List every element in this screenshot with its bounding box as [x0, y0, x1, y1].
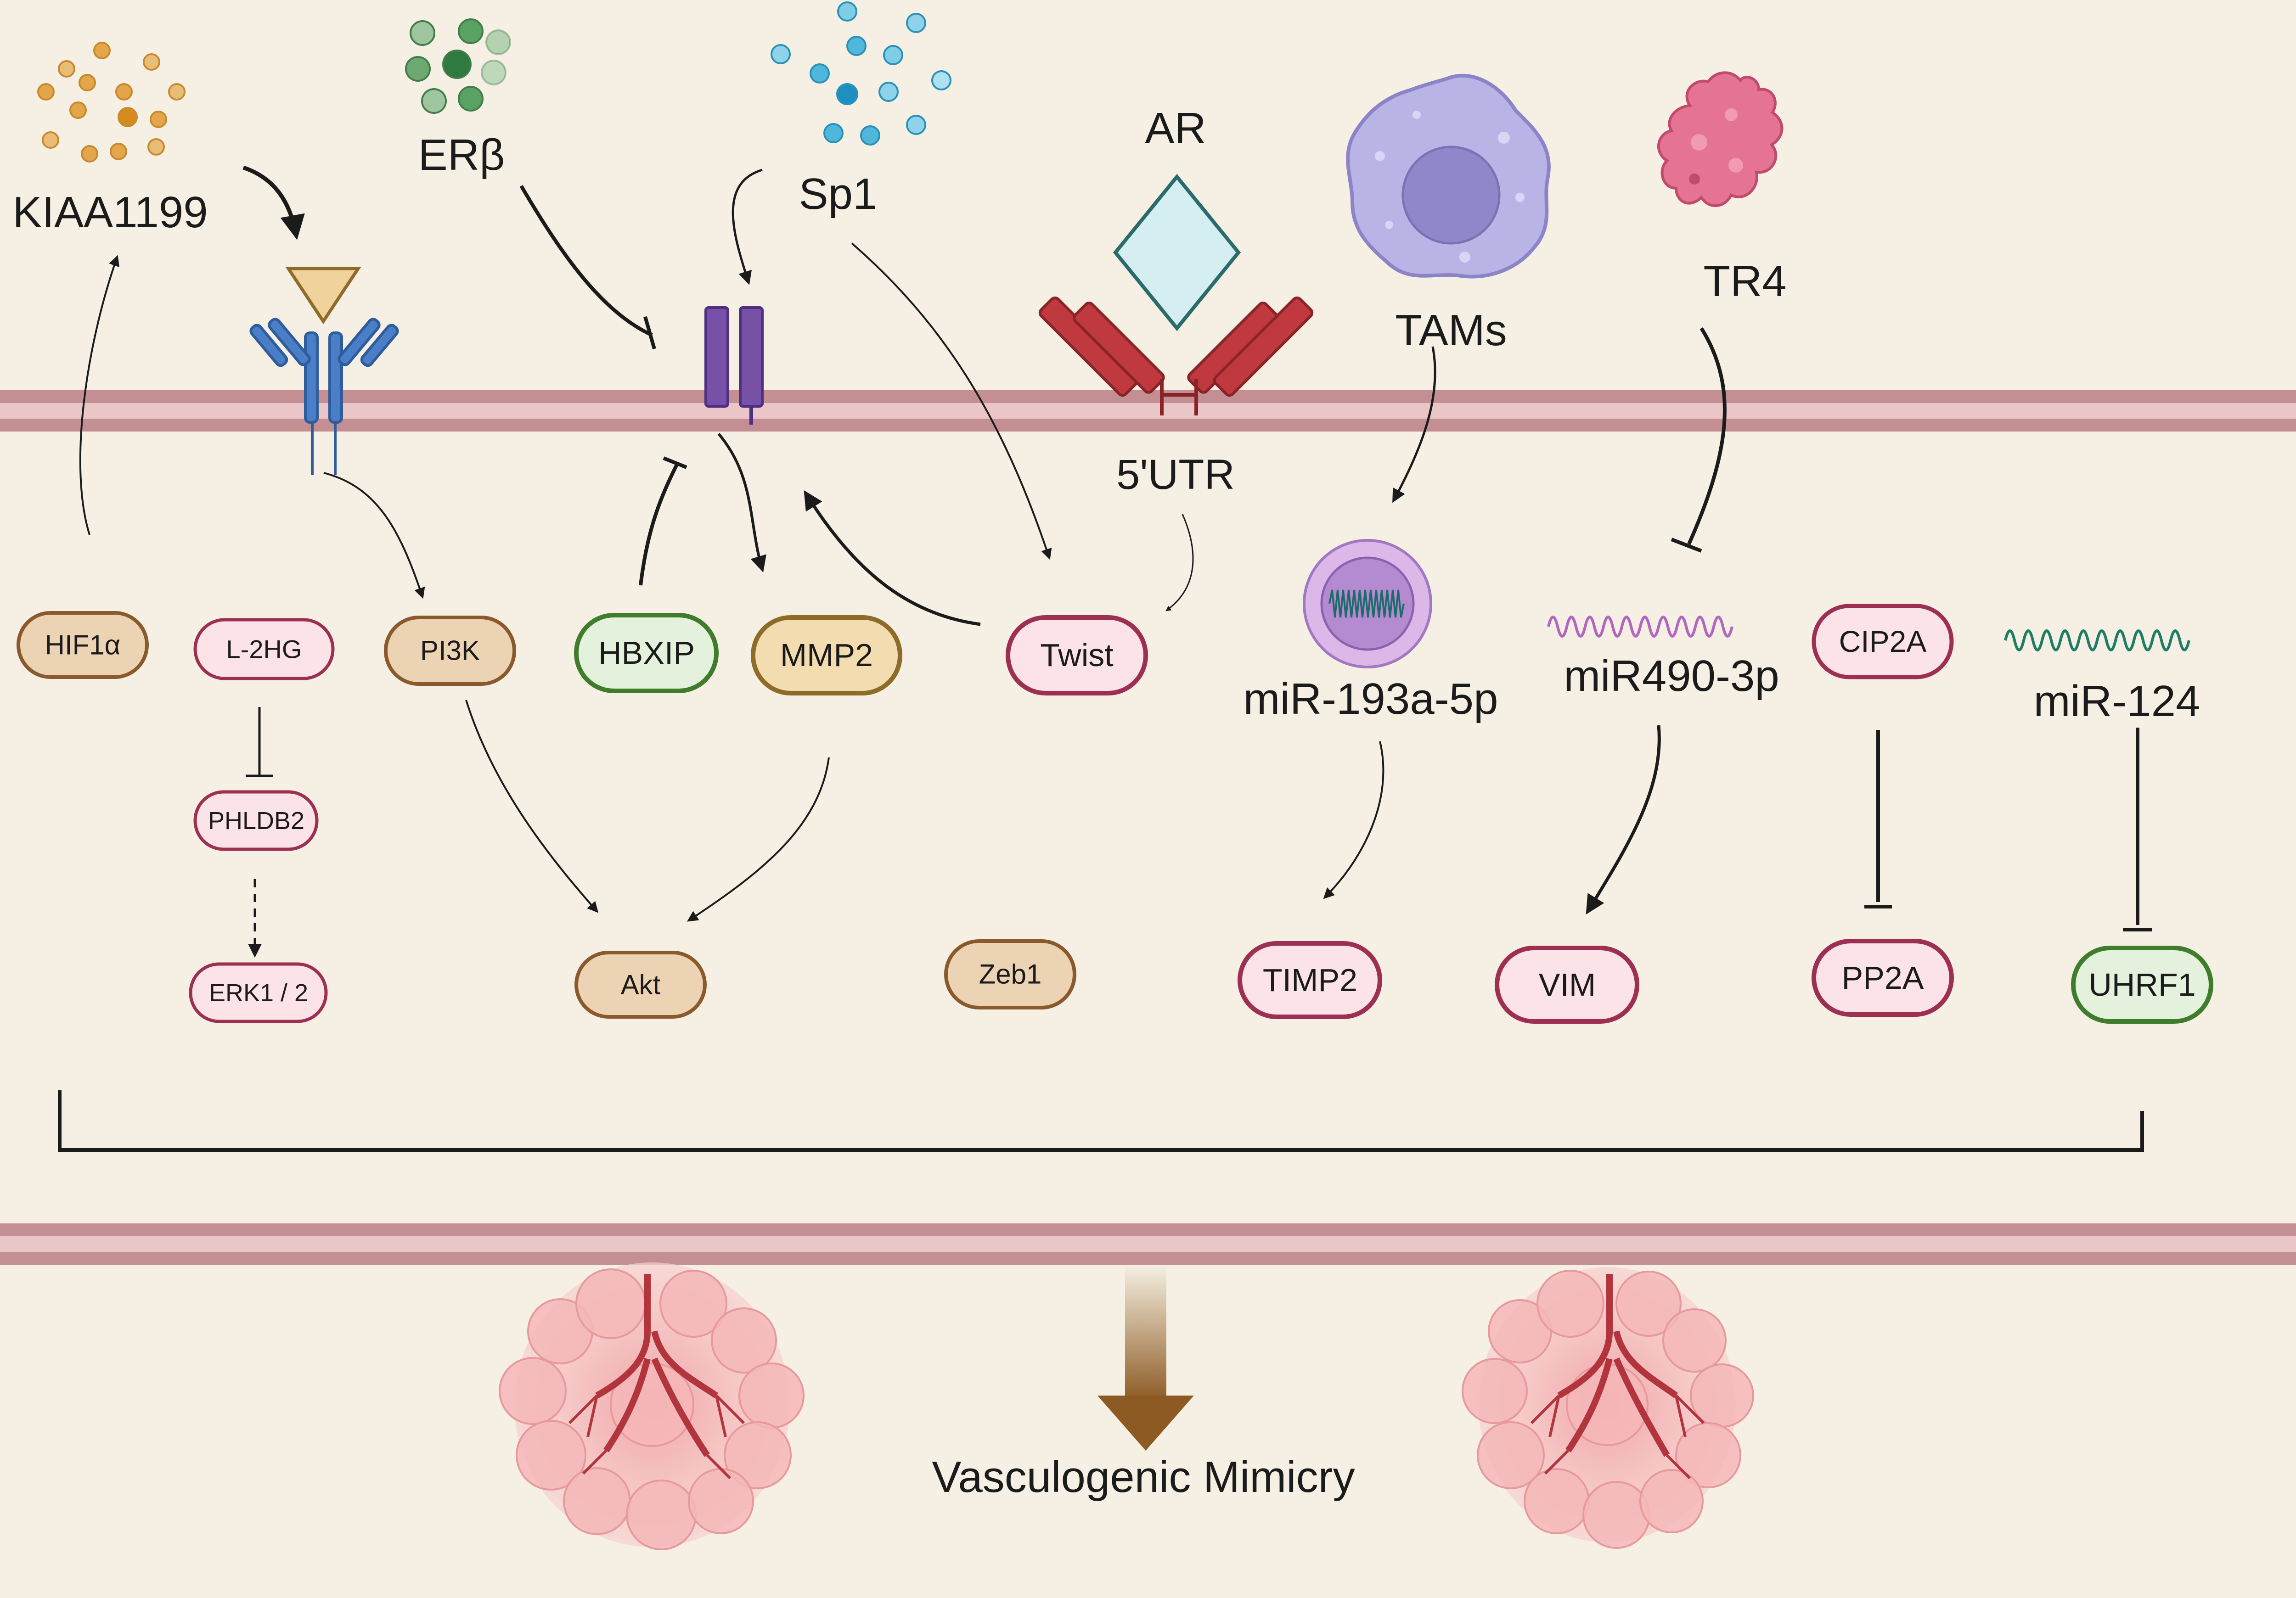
utr-label: 5'UTR — [1116, 451, 1235, 498]
mir490-label: miR490-3p — [1564, 651, 1779, 701]
node-twist: Twist — [1006, 615, 1148, 695]
svg-text:PP2A: PP2A — [1842, 960, 1924, 996]
node-mmp2: MMP2 — [751, 615, 902, 695]
kiaa1199-ligand-icon — [37, 42, 186, 163]
node-zeb1: Zeb1 — [944, 939, 1076, 1009]
svg-text:HIF1α: HIF1α — [45, 630, 121, 661]
node-pp2a: PP2A — [1812, 939, 1954, 1017]
node-vim: VIM — [1495, 946, 1639, 1024]
erb-ligand-icon — [405, 18, 511, 114]
svg-text:Zeb1: Zeb1 — [979, 959, 1042, 990]
tumor-left-icon — [499, 1262, 805, 1550]
svg-text:HBXIP: HBXIP — [598, 635, 695, 671]
svg-text:MMP2: MMP2 — [780, 637, 873, 673]
svg-text:TIMP2: TIMP2 — [1263, 962, 1357, 998]
receptor-icon — [249, 267, 399, 475]
erb-label: ERβ — [418, 130, 505, 179]
node-l2hg: L-2HG — [193, 618, 335, 680]
svg-text:Twist: Twist — [1040, 637, 1113, 673]
sp1-ligand-icon — [771, 1, 951, 146]
sp1-label: Sp1 — [799, 169, 878, 219]
svg-text:PI3K: PI3K — [420, 635, 480, 666]
ar-ligand-icon — [1113, 174, 1241, 331]
ar-receptor-icon — [1038, 296, 1314, 415]
node-phldb2: PHLDB2 — [193, 790, 319, 851]
svg-text:Akt: Akt — [621, 970, 661, 1000]
mir490-rna-icon — [1547, 616, 1733, 638]
mir124-label: miR-124 — [2034, 677, 2200, 726]
node-cip2a: CIP2A — [1812, 604, 1954, 679]
vasculogenic-mimicry-label: Vasculogenic Mimicry — [932, 1452, 1355, 1502]
svg-text:VIM: VIM — [1539, 967, 1596, 1003]
svg-text:PHLDB2: PHLDB2 — [208, 807, 304, 835]
tr4-label: TR4 — [1703, 257, 1786, 306]
cell-membrane-top — [0, 390, 2296, 432]
ar-label: AR — [1145, 104, 1206, 153]
svg-text:ERK1 / 2: ERK1 / 2 — [209, 979, 308, 1007]
node-akt: Akt — [574, 951, 707, 1019]
kiaa1199-label: KIAA1199 — [12, 188, 208, 237]
tr4-protein-icon — [1657, 71, 1784, 207]
sp1-receptor-icon — [704, 306, 764, 425]
tumor-right-icon — [1462, 1267, 1754, 1549]
cell-membrane-bottom — [0, 1223, 2296, 1265]
node-uhrf1: UHRF1 — [2071, 946, 2213, 1024]
downward-arrow — [1097, 1265, 1194, 1451]
tams-label: TAMs — [1395, 306, 1507, 355]
macrophage-icon — [1346, 73, 1551, 279]
mir124-rna-icon — [2004, 629, 2190, 651]
mir193-label: miR-193a-5p — [1244, 674, 1498, 723]
svg-text:UHRF1: UHRF1 — [2088, 967, 2195, 1003]
exosome-icon — [1303, 539, 1432, 668]
node-erk: ERK1 / 2 — [189, 962, 328, 1023]
node-hif1a: HIF1α — [17, 611, 149, 679]
node-pi3k: PI3K — [384, 616, 516, 686]
node-hbxip: HBXIP — [574, 613, 719, 693]
svg-text:CIP2A: CIP2A — [1839, 624, 1927, 658]
pathway-connectors — [58, 165, 2152, 1152]
node-timp2: TIMP2 — [1238, 941, 1382, 1019]
svg-text:L-2HG: L-2HG — [226, 635, 302, 664]
